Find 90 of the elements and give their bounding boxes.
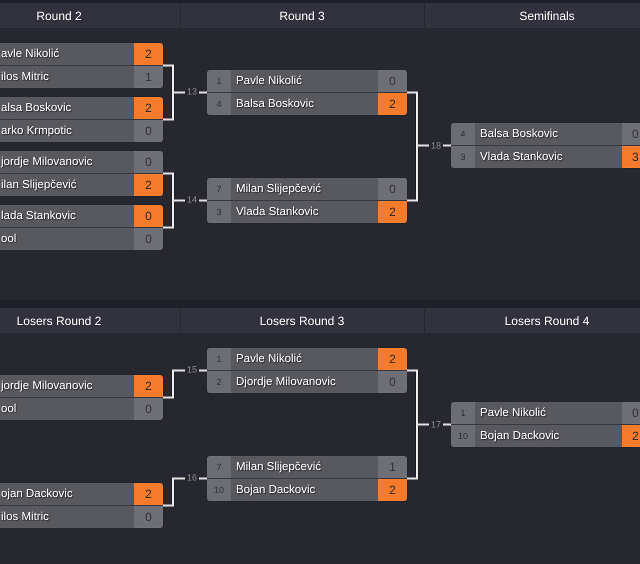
player-score: 2	[378, 479, 407, 501]
seed-number: 2	[207, 371, 231, 393]
player-score: 1	[134, 66, 163, 88]
seed-number: 10	[207, 479, 231, 501]
player-name: Pavle Nikolić	[231, 348, 378, 370]
player-name: Pavle Nikolić	[231, 70, 378, 92]
player-name: Bojan Dackovic	[231, 479, 378, 501]
bracket-line	[406, 370, 452, 480]
seed-number: 7	[207, 456, 231, 478]
player-score: 0	[622, 123, 640, 145]
player-score: 0	[134, 398, 163, 420]
player-score: 2	[134, 483, 163, 505]
player-name: ool	[0, 228, 134, 250]
match-card	[207, 456, 407, 501]
bracket-line	[406, 92, 452, 202]
seed-number: 4	[207, 93, 231, 115]
seed-number: 1	[451, 402, 475, 424]
player-score: 2	[378, 93, 407, 115]
player-score: 2	[134, 174, 163, 196]
bracket-line	[162, 172, 208, 228]
match-card	[207, 348, 407, 393]
match-number: 14	[185, 194, 200, 206]
bracket-line	[163, 370, 207, 398]
match-card	[0, 151, 163, 196]
seed-number: 1	[207, 70, 231, 92]
player-score: 2	[622, 425, 640, 447]
column-title: Losers Round 2	[16, 314, 102, 328]
player-score: 0	[134, 506, 163, 528]
player-name: Milan Slijepčević	[231, 178, 378, 200]
player-name: ilos Mitric	[0, 66, 134, 88]
bracket-line	[162, 64, 208, 120]
column-title: Losers Round 3	[260, 314, 344, 328]
column-title: Losers Round 4	[504, 314, 590, 328]
seed-number: 10	[451, 425, 475, 447]
player-score: 2	[378, 348, 407, 370]
player-name: Milan Slijepčević	[231, 456, 378, 478]
seed-number: 1	[207, 348, 231, 370]
seed-number: 7	[207, 178, 231, 200]
player-name: Djordje Milovanovic	[231, 371, 378, 393]
player-name: jordje Milovanovic	[0, 375, 134, 397]
player-score: 2	[134, 97, 163, 119]
player-name: avle Nikolić	[0, 43, 134, 65]
player-score: 0	[134, 120, 163, 142]
player-name: alsa Boskovic	[0, 97, 134, 119]
player-name: Balsa Boskovic	[475, 123, 622, 145]
match-card	[0, 375, 163, 420]
match-number: 13	[185, 86, 200, 98]
seed-number: 3	[207, 201, 231, 223]
player-score: 3	[622, 146, 640, 168]
player-name: Pavle Nikolić	[475, 402, 622, 424]
player-name: Bojan Dackovic	[475, 425, 622, 447]
player-score: 0	[134, 205, 163, 227]
player-score: 1	[378, 456, 407, 478]
match-number: 18	[429, 140, 444, 152]
player-score: 0	[134, 228, 163, 250]
player-name: ilan Slijepčević	[0, 174, 134, 196]
match-card	[207, 178, 407, 223]
player-score: 2	[134, 375, 163, 397]
match-card	[207, 70, 407, 115]
column-title: Round 2	[36, 8, 82, 22]
player-score: 0	[378, 70, 407, 92]
seed-number: 3	[451, 146, 475, 168]
column-title: Round 3	[279, 8, 325, 22]
player-name: jordje Milovanovic	[0, 151, 134, 173]
player-score: 2	[134, 43, 163, 65]
player-name: lada Stankovic	[0, 205, 134, 227]
match-card	[0, 43, 163, 88]
player-score: 0	[378, 178, 407, 200]
seed-number: 4	[451, 123, 475, 145]
player-score: 0	[622, 402, 640, 424]
player-name: ool	[0, 398, 134, 420]
match-card	[0, 483, 163, 528]
match-card	[0, 205, 163, 250]
player-name: ojan Dackovic	[0, 483, 134, 505]
player-name: Balsa Boskovic	[231, 93, 378, 115]
player-name: Vlada Stankovic	[231, 201, 378, 223]
player-name: Vlada Stankovic	[475, 146, 622, 168]
player-name: ilos Mitric	[0, 506, 134, 528]
player-score: 0	[378, 371, 407, 393]
match-card	[0, 97, 163, 142]
match-number: 15	[185, 364, 200, 376]
match-card	[451, 402, 640, 447]
match-number: 16	[185, 472, 200, 484]
match-number: 17	[429, 420, 444, 430]
column-title: Semifinals	[519, 8, 575, 22]
player-score: 2	[378, 201, 407, 223]
bracket-line	[163, 478, 207, 506]
match-card	[451, 123, 640, 168]
player-score: 0	[134, 151, 163, 173]
player-name: arko Krmpotic	[0, 120, 134, 142]
